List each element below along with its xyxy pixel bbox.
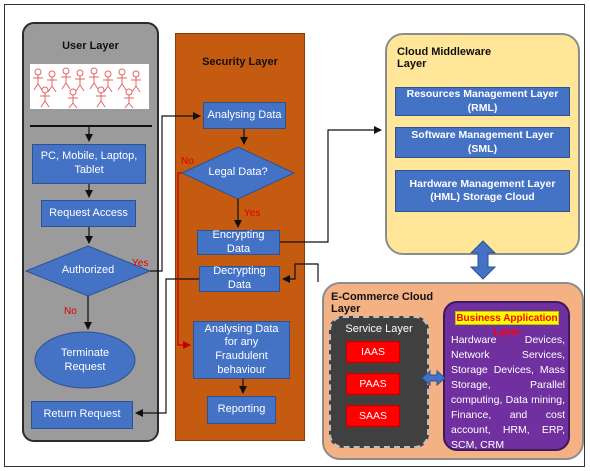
return-request-box: Return Request	[31, 401, 133, 429]
user-figure-icon	[131, 70, 141, 93]
user-figure-icon	[33, 68, 43, 91]
arrow-authorized-to-analysing	[150, 112, 201, 272]
user-figure-icon	[75, 69, 85, 92]
user-figure-icon	[96, 86, 106, 108]
terminate-ellipse	[34, 331, 136, 389]
middleware-title: Cloud Middleware Layer	[397, 46, 492, 70]
user-figure-icon	[117, 68, 127, 91]
authorized-no-label: No	[64, 306, 77, 317]
user-figure-icon	[40, 86, 50, 108]
business-layer-body: Hardware Devices, Network Services, Stor…	[451, 334, 565, 451]
service-layer-title: Service Layer	[345, 323, 413, 335]
user-figure-icon	[47, 70, 57, 93]
request-access-box: Request Access	[41, 200, 136, 227]
user-figure-icon	[89, 67, 99, 90]
arrow-encrypting-to-middleware	[280, 126, 382, 243]
arrow-legal-no-to-fraud	[177, 172, 191, 349]
double-arrow-horizontal	[421, 369, 446, 387]
user-layer-title: User Layer	[62, 40, 119, 52]
saas-box: SAAS	[346, 405, 400, 427]
reporting-box: Reporting	[207, 396, 276, 424]
diagram-frame	[4, 4, 585, 467]
user-figure-icon	[124, 88, 134, 109]
legal-yes-label: Yes	[244, 208, 261, 219]
authorized-label: Authorized	[61, 264, 115, 276]
business-layer-title: Business Application Layer	[455, 311, 559, 338]
authorized-yes-label: Yes	[132, 258, 149, 269]
arrow-ecommerce-to-decrypting	[282, 263, 319, 283]
user-figure-icon	[103, 70, 113, 93]
user-figure-icon	[68, 88, 78, 109]
analysing-data-box: Analysing Data	[203, 102, 286, 129]
device-box: PC, Mobile, Laptop, Tablet	[32, 144, 146, 184]
sml-box: Software Management Layer (SML)	[395, 127, 570, 158]
arrow-decrypting-to-return	[135, 278, 199, 417]
decrypting-data-box: Decrypting Data	[199, 265, 280, 292]
security-layer-title: Security Layer	[202, 56, 278, 68]
double-arrow-vertical	[469, 240, 497, 280]
rml-box: Resources Management Layer (RML)	[395, 87, 570, 116]
business-layer-panel	[443, 301, 570, 451]
fraud-analysis-box: Analysing Data for any Fraudulent behavi…	[193, 321, 290, 379]
encrypting-data-box: Encrypting Data	[197, 229, 280, 255]
ecommerce-title: E-Commerce Cloud Layer	[331, 291, 434, 315]
legal-no-label: No	[181, 156, 194, 167]
terminate-label: Terminate Request	[60, 347, 110, 373]
legal-label: Legal Data?	[208, 166, 268, 178]
paas-box: PAAS	[346, 373, 400, 395]
iaas-box: IAAS	[346, 341, 400, 363]
hml-box: Hardware Management Layer (HML) Storage …	[395, 170, 570, 212]
user-figure-icon	[61, 67, 71, 90]
